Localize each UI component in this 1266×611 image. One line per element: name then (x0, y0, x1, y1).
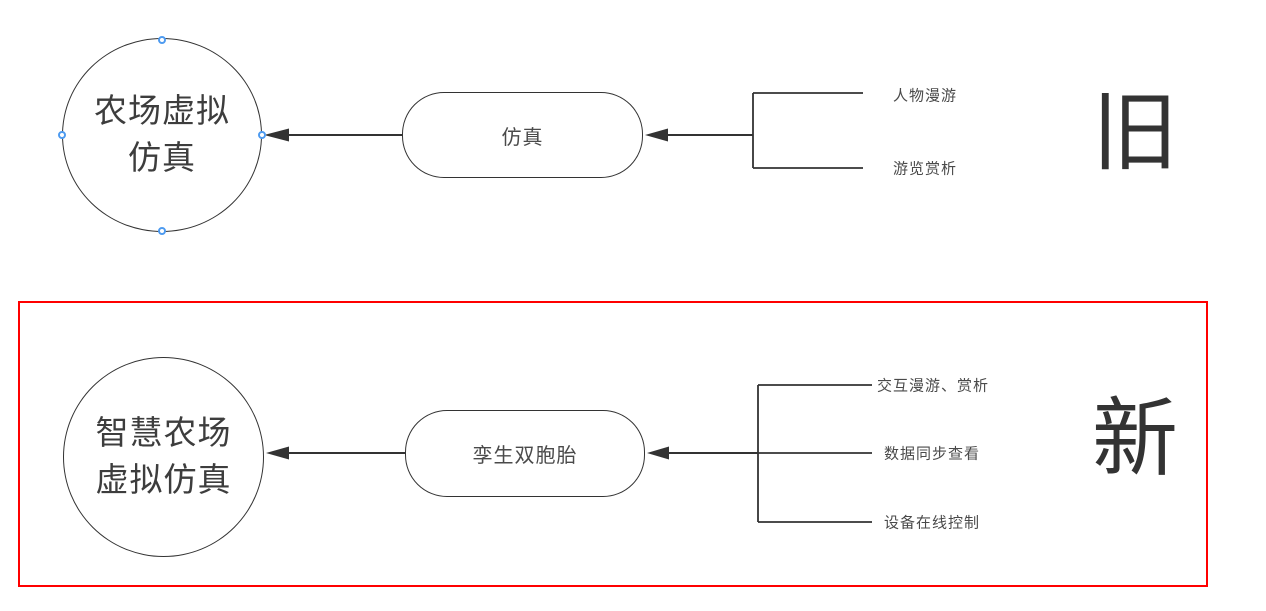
old-branch-item-1[interactable]: 人物漫游 (893, 87, 958, 105)
old-arrowhead-2 (645, 128, 668, 142)
new-root-node[interactable]: 智慧农场 虚拟仿真 (63, 357, 264, 557)
old-root-label: 农场虚拟 仿真 (94, 88, 230, 182)
new-root-label-line1: 智慧农场 (95, 414, 232, 452)
anchor-point-left-icon[interactable] (58, 131, 66, 139)
old-section-tag: 旧 (1092, 85, 1178, 181)
new-mid-node[interactable]: 孪生双胞胎 (405, 410, 645, 497)
new-root-label-line2: 虚拟仿真 (95, 461, 232, 498)
new-branch-item-3[interactable]: 设备在线控制 (884, 514, 981, 532)
old-branch-item-2[interactable]: 游览赏析 (893, 160, 958, 178)
anchor-point-top-icon[interactable] (158, 36, 166, 44)
new-group-highlight-box[interactable] (18, 301, 1208, 587)
old-mid-node-label: 仿真 (501, 126, 544, 149)
new-mid-node-label: 孪生双胞胎 (472, 445, 578, 467)
new-root-label: 智慧农场 虚拟仿真 (96, 410, 232, 504)
old-root-node[interactable]: 农场虚拟 仿真 (62, 38, 262, 232)
anchor-point-right-icon[interactable] (258, 131, 266, 139)
new-branch-item-1[interactable]: 交互漫游、赏析 (877, 377, 990, 395)
old-mid-node[interactable]: 仿真 (402, 92, 643, 178)
old-root-label-line2: 仿真 (128, 139, 196, 176)
old-bracket (752, 92, 863, 169)
old-arrowhead-1 (264, 128, 289, 142)
new-section-tag: 新 (1092, 391, 1178, 487)
anchor-point-bottom-icon[interactable] (158, 227, 166, 235)
old-root-label-line1: 农场虚拟 (94, 92, 230, 130)
new-branch-item-2[interactable]: 数据同步查看 (884, 445, 981, 463)
